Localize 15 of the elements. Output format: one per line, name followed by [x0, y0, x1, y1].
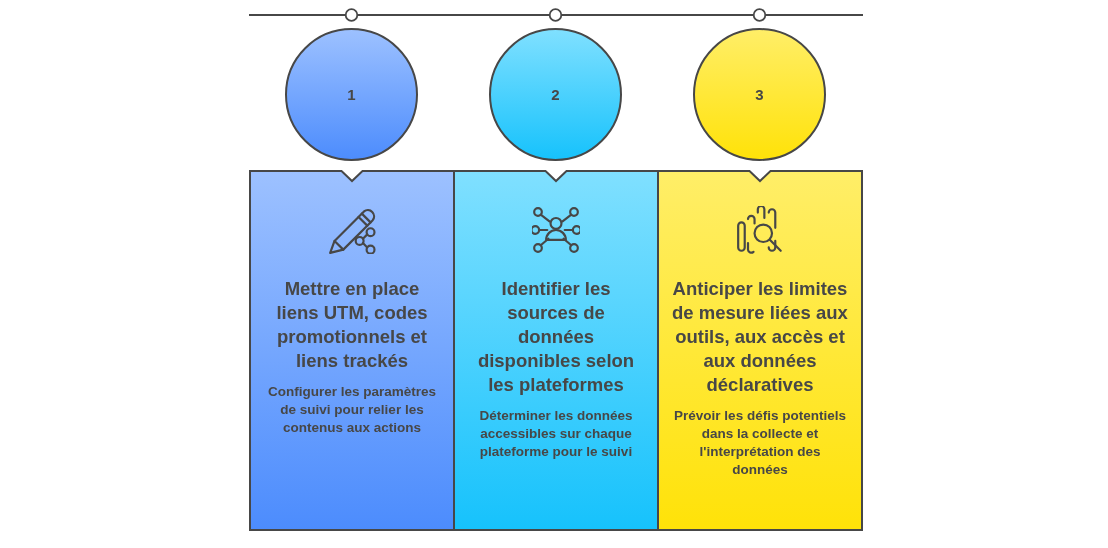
step-panel	[249, 170, 455, 531]
step-number: 3	[755, 85, 764, 104]
step-panel	[453, 170, 659, 531]
step-circle	[489, 28, 622, 161]
step-description: Déterminer les données accessibles sur chaque plateforme pour le suivi	[478, 407, 634, 461]
step-description: Configurer les paramètres de suivi pour relier les contenus aux actions	[266, 383, 438, 437]
step-heading: Mettre en place liens UTM, codes promotionnels et liens trackés	[275, 277, 429, 373]
step-heading: Identifier les sources de données disponibles selon les plateformes	[476, 277, 636, 397]
step-circle	[285, 28, 418, 161]
step-heading: Anticiper les limites de mesure liées aux outils, aux accès et aux données déclaratives	[671, 277, 849, 397]
step-circle	[693, 28, 826, 161]
step-panel	[657, 170, 863, 531]
step-number: 2	[551, 85, 560, 104]
step-number: 1	[347, 85, 356, 104]
step-description: Prévoir les défis potentiels dans la collecte et l'interprétation des données	[673, 407, 847, 479]
